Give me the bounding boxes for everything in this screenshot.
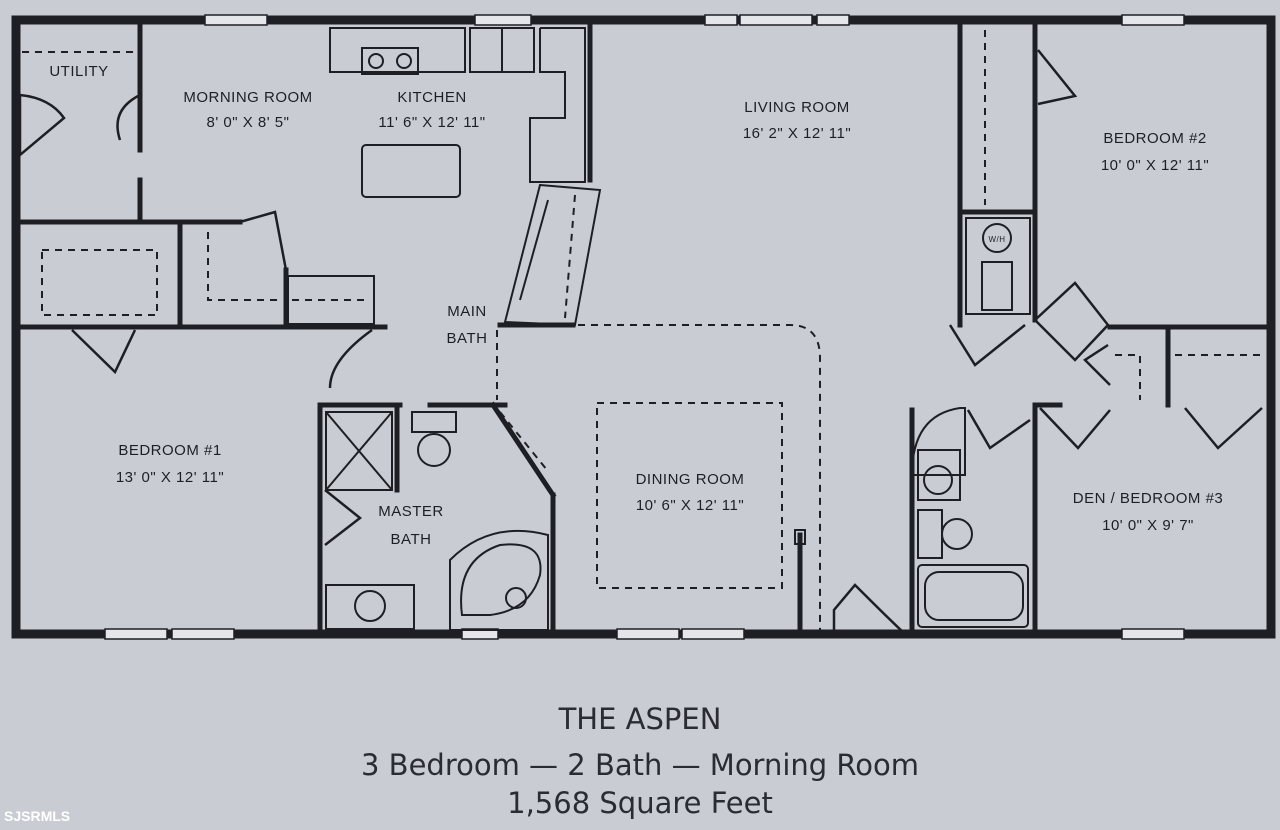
kitchen-dims: 11' 6" X 12' 11"	[378, 114, 485, 131]
utility-label: UTILITY	[49, 63, 108, 80]
master-bath-label-2: BATH	[391, 531, 432, 548]
room-labels: UTILITY MORNING ROOM 8' 0" X 8' 5" KITCH…	[49, 63, 1224, 548]
bedroom-1-label: BEDROOM #1	[118, 442, 221, 459]
dining-room-label: DINING ROOM	[636, 471, 745, 488]
floor-plan: UTILITY MORNING ROOM 8' 0" X 8' 5" KITCH…	[11, 14, 1276, 640]
square-footage: 1,568 Square Feet	[507, 786, 773, 820]
bedroom-2-label: BEDROOM #2	[1103, 130, 1206, 147]
dashed-lines	[22, 30, 1262, 630]
main-bath-label-2: BATH	[447, 330, 488, 347]
master-bath-label: MASTER	[378, 503, 444, 520]
bedroom-1-dims: 13' 0" X 12' 11"	[116, 469, 224, 486]
thin-fixtures	[287, 27, 1031, 631]
bedroom-2-dims: 10' 0" X 12' 11"	[1101, 157, 1209, 174]
morning-room-label: MORNING ROOM	[183, 89, 312, 106]
morning-room-dims: 8' 0" X 8' 5"	[207, 114, 290, 131]
living-room-label: LIVING ROOM	[744, 99, 850, 116]
kitchen-label: KITCHEN	[397, 89, 466, 106]
living-room-dims: 16' 2" X 12' 11"	[743, 125, 851, 142]
den-bedroom-3-label: DEN / BEDROOM #3	[1073, 490, 1224, 507]
windows	[104, 14, 1185, 640]
doors	[18, 49, 1263, 635]
interior-walls	[13, 21, 1274, 637]
plan-subtitle: 3 Bedroom — 2 Bath — Morning Room	[361, 748, 919, 782]
main-bath-label: MAIN	[447, 303, 487, 320]
mls-watermark: SJSRMLS	[4, 808, 71, 824]
den-bedroom-3-dims: 10' 0" X 9' 7"	[1102, 517, 1194, 534]
dining-room-dims: 10' 6" X 12' 11"	[636, 497, 744, 514]
plan-title: THE ASPEN	[558, 702, 722, 736]
water-heater-label: W/H	[988, 235, 1005, 244]
